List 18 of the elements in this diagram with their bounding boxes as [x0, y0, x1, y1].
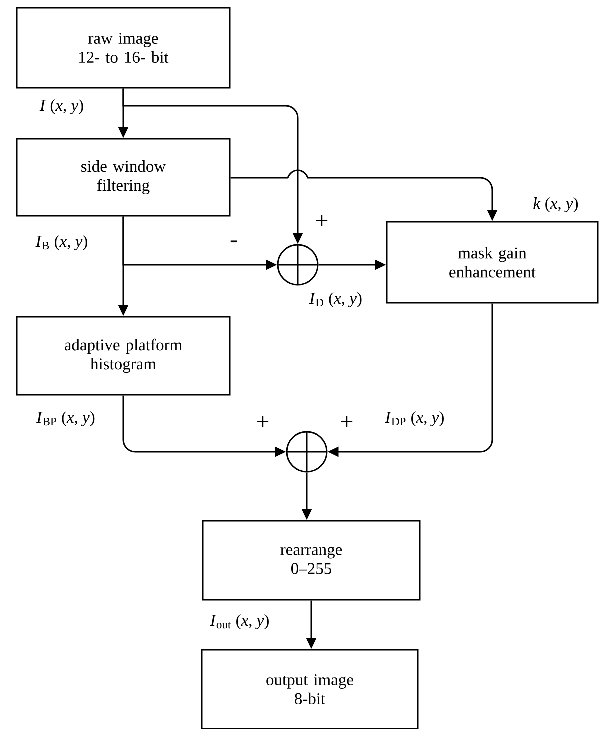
- process-box: output image 8-bit: [201, 649, 419, 729]
- signal-label: I$_{BP}$ (x, y): [36, 412, 95, 426]
- sign-label: +: [316, 215, 328, 226]
- signal-label: I$_{D}$ (x, y): [309, 292, 362, 308]
- sign-label: +: [257, 416, 269, 428]
- process-box: rearrange 0–255: [202, 520, 421, 601]
- process-box: adaptive platform histogram: [16, 316, 231, 396]
- signal-label: I (x, y): [40, 100, 84, 115]
- signal-label: I$_{DP}$ (x, y): [385, 412, 444, 426]
- sign-label: +: [341, 416, 353, 428]
- summing-junction: [277, 244, 319, 286]
- signal-label: I$_{B}$ (x, y): [36, 236, 88, 250]
- summing-junction: [286, 431, 328, 473]
- process-box: side window filtering: [16, 138, 231, 217]
- process-box: mask gain enhancement: [386, 221, 599, 304]
- sign-label: -: [230, 240, 238, 243]
- signal-label: I$_{out}$ (x, y): [210, 614, 269, 630]
- process-box: raw image 12- to 16- bit: [16, 7, 231, 89]
